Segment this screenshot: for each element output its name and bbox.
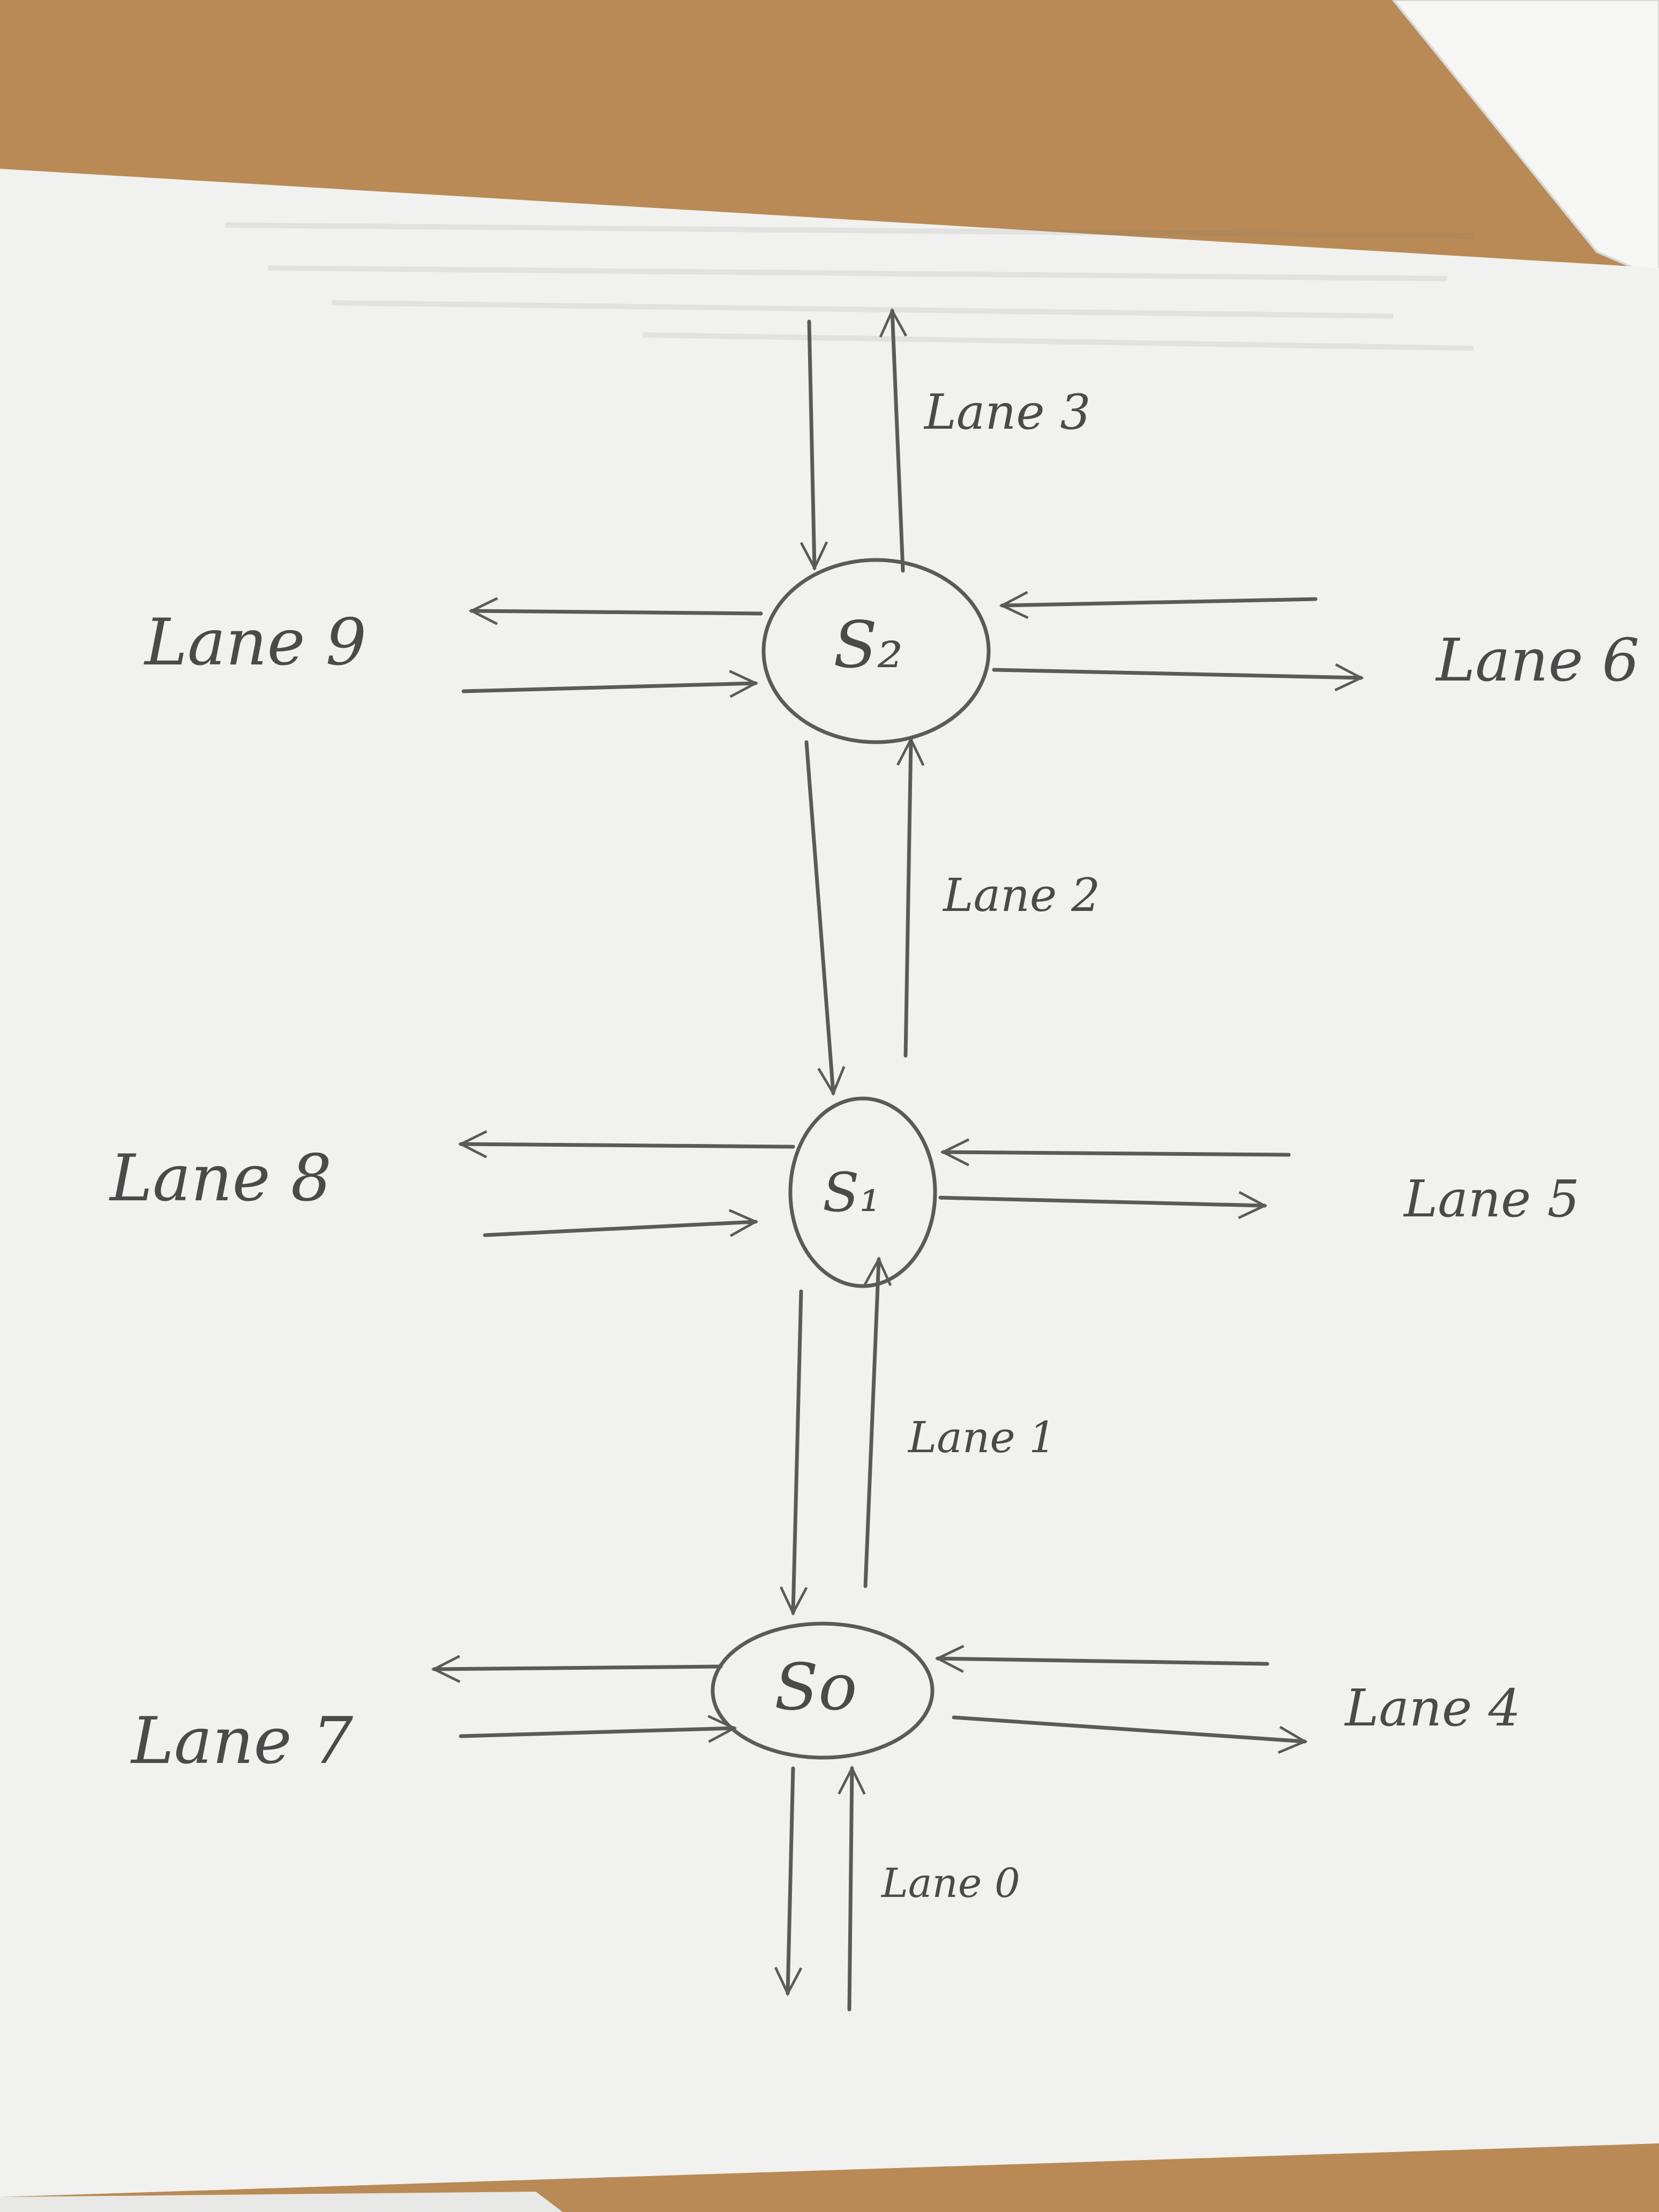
lane7-in-arrow xyxy=(459,1715,737,1743)
lane4-out-arrow xyxy=(952,1715,1308,1754)
lane1-down-arrow xyxy=(780,1289,808,1616)
node-s2-label: S₂ xyxy=(833,608,903,683)
lane1-label: Lane 1 xyxy=(907,1413,1056,1462)
lane8-label: Lane 8 xyxy=(109,1141,332,1216)
node-s2-circle xyxy=(761,558,991,744)
lane0-out-arrow xyxy=(774,1766,803,1997)
lane2-label: Lane 2 xyxy=(942,869,1100,922)
lane0-label: Lane 0 xyxy=(880,1859,1020,1907)
lane7-out-arrow xyxy=(431,1655,723,1683)
lane9-out-arrow xyxy=(468,597,763,625)
lane5-out-arrow xyxy=(938,1191,1268,1219)
lane6-label: Lane 6 xyxy=(1435,626,1640,694)
node-s0-circle xyxy=(711,1621,935,1760)
lane9-in-arrow xyxy=(461,670,759,698)
lane4-label: Lane 4 xyxy=(1344,1679,1521,1738)
node-s1-label: S₁ xyxy=(823,1161,881,1224)
lane1-up-arrow xyxy=(863,1256,892,1588)
desk-object xyxy=(0,2192,563,2212)
lane8-out-arrow xyxy=(458,1130,795,1159)
show-through-text xyxy=(225,222,1474,351)
node-s1-circle xyxy=(788,1096,937,1288)
paper-stack xyxy=(1392,0,1659,280)
lane3-out-arrow xyxy=(879,308,908,573)
lane6-in-arrow xyxy=(999,591,1318,619)
lane0-in-arrow xyxy=(838,1765,866,2012)
node-s0-label: So xyxy=(774,1650,857,1725)
lane6-out-arrow xyxy=(992,663,1364,692)
lane2-down-arrow xyxy=(804,740,846,1096)
lane5-in-arrow xyxy=(940,1138,1291,1167)
lane9-label: Lane 9 xyxy=(144,606,367,680)
lane3-label: Lane 3 xyxy=(923,384,1091,440)
lane4-in-arrow xyxy=(935,1645,1269,1673)
lane7-label: Lane 7 xyxy=(130,1704,354,1778)
lane3-in-arrow xyxy=(799,319,828,571)
lane5-label: Lane 5 xyxy=(1403,1170,1580,1229)
lane2-up-arrow xyxy=(896,736,925,1058)
lane8-in-arrow xyxy=(483,1209,759,1237)
